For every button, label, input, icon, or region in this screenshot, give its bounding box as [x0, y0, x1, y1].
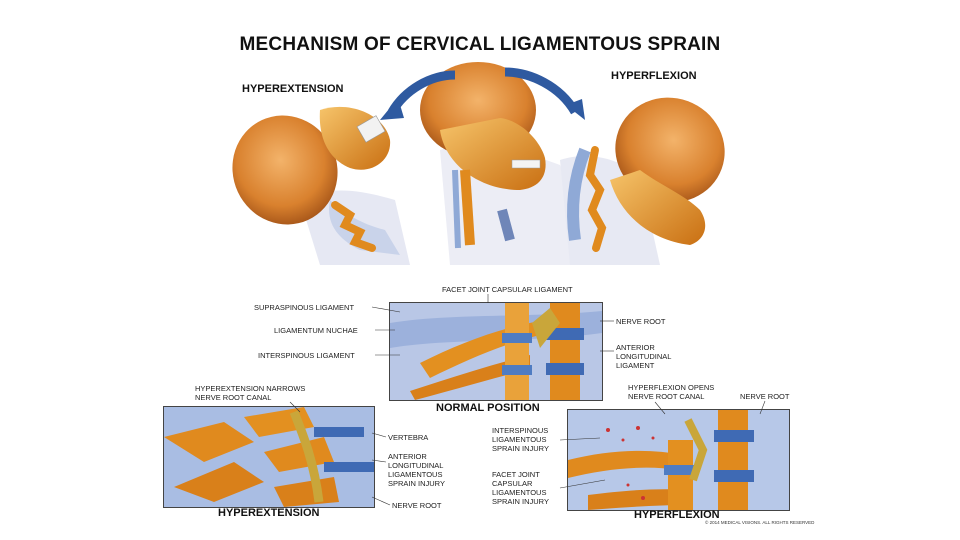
label-ligamentum-nuchae: LIGAMENTUM NUCHAE: [274, 326, 358, 335]
copyright-footnote: © 2014 MEDICAL VISIONS. ALL RIGHTS RESER…: [705, 520, 815, 525]
label-supraspinous-ligament: SUPRASPINOUS LIGAMENT: [254, 303, 355, 312]
normal-position-panel: [389, 302, 603, 401]
top-hyperextension-label: HYPEREXTENSION: [242, 83, 344, 95]
label-interspinous-ligament: INTERSPINOUS LIGAMENT: [258, 351, 355, 360]
label-normal-nerve-root: NERVE ROOT: [616, 317, 666, 326]
top-hyperflexion-label: HYPERFLEXION: [611, 70, 697, 82]
hyperflexion-head: [567, 97, 725, 252]
hyperextension-head: [232, 106, 400, 255]
neutral-head: [420, 62, 546, 249]
label-anterior-longitudinal-sprain: ANTERIOR LONGITUDINAL LIGAMENTOUS SPRAIN…: [388, 452, 445, 488]
label-flexion-nerve-root: NERVE ROOT: [740, 392, 790, 401]
flexion-arrow-head: [566, 99, 585, 120]
extension-arrow-head: [380, 98, 404, 120]
label-anterior-longitudinal-ligament: ANTERIOR LONGITUDINAL LIGAMENT: [616, 343, 672, 370]
label-interspinous-sprain: INTERSPINOUS LIGAMENTOUS SPRAIN INJURY: [492, 426, 549, 453]
hyperflexion-caption: HYPERFLEXION: [634, 509, 720, 521]
hyperextension-panel: [163, 406, 375, 508]
label-extension-nerve-root: NERVE ROOT: [392, 501, 442, 510]
label-hyperextension-narrows: HYPEREXTENSION NARROWS NERVE ROOT CANAL: [195, 384, 306, 402]
label-hyperflexion-opens: HYPERFLEXION OPENS NERVE ROOT CANAL: [628, 383, 715, 401]
hyperextension-caption: HYPEREXTENSION: [218, 507, 320, 519]
label-facet-joint-capsular-ligament: FACET JOINT CAPSULAR LIGAMENT: [442, 285, 573, 294]
hyperflexion-panel: [567, 409, 790, 511]
normal-position-caption: NORMAL POSITION: [436, 402, 540, 414]
label-vertebra: VERTEBRA: [388, 433, 429, 442]
label-facet-joint-sprain: FACET JOINT CAPSULAR LIGAMENTOUS SPRAIN …: [492, 470, 549, 506]
diagram-title: MECHANISM OF CERVICAL LIGAMENTOUS SPRAIN: [239, 34, 721, 55]
